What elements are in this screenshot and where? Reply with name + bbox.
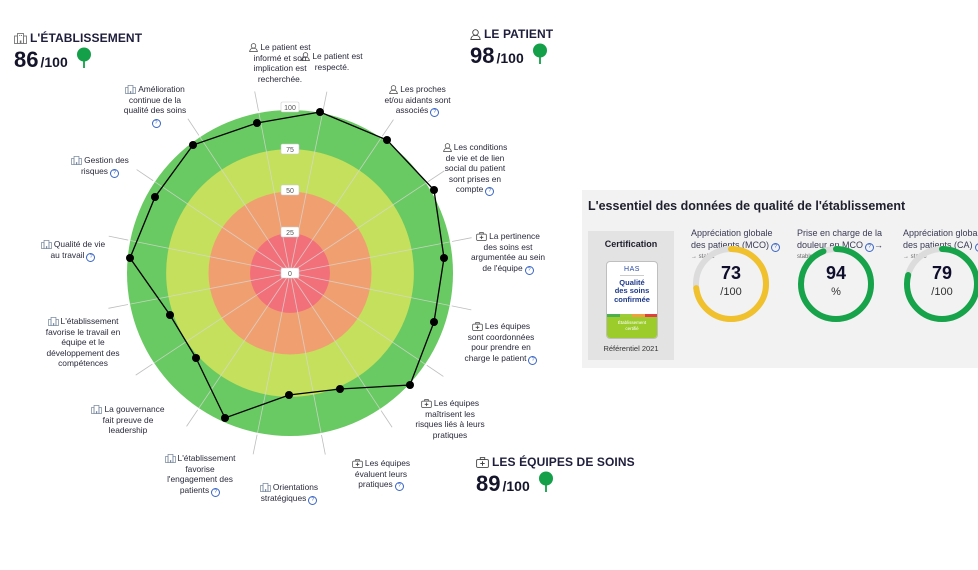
person-icon <box>442 143 452 152</box>
kpi-trend: → stable <box>691 253 715 260</box>
has-certification-badge: HAS Qualité des soins confirmée Établiss… <box>606 261 658 339</box>
score-title: LE PATIENT <box>484 27 554 41</box>
certification-card[interactable]: Certification HAS Qualité des soins conf… <box>588 231 674 360</box>
medical-kit-icon <box>472 322 483 331</box>
person-icon <box>389 85 398 94</box>
help-icon[interactable]: ? <box>86 252 96 262</box>
building-icon <box>41 240 52 249</box>
help-icon[interactable]: ? <box>430 108 440 117</box>
building-icon <box>14 32 27 44</box>
gauge-appreciation-mco: 73 /100 <box>691 244 771 324</box>
score-title: LES ÉQUIPES DE SOINS <box>492 455 635 469</box>
gauge-unit: % <box>831 286 841 298</box>
building-icon <box>71 156 82 165</box>
help-icon[interactable]: ? <box>151 118 161 128</box>
tree-icon <box>538 471 553 492</box>
help-icon[interactable]: ? <box>485 187 495 196</box>
help-icon[interactable]: ? <box>110 168 119 178</box>
svg-text:75: 75 <box>286 147 294 154</box>
score-number: 89 <box>476 471 501 496</box>
building-icon <box>125 85 136 94</box>
gauge-unit: /100 <box>720 286 742 298</box>
score-number: 86 <box>14 47 39 72</box>
help-icon[interactable]: ? <box>394 482 404 491</box>
building-icon <box>164 454 176 463</box>
gauge-unit: /100 <box>931 286 953 298</box>
svg-text:0: 0 <box>288 271 292 278</box>
medical-kit-icon <box>476 456 489 468</box>
score-denominator: /100 <box>40 54 68 70</box>
kpi-trend: stable <box>797 253 814 260</box>
help-icon[interactable]: ? <box>528 355 538 365</box>
badge-text: Qualité des soins confirmée <box>614 278 650 304</box>
medical-kit-icon <box>352 459 363 468</box>
tree-icon <box>532 43 547 64</box>
gauge-value: 73 <box>720 263 742 283</box>
help-icon[interactable]: ? <box>211 487 221 497</box>
building-icon <box>260 483 271 492</box>
score-denominator: /100 <box>502 478 530 494</box>
score-denominator: /100 <box>496 50 524 66</box>
gauge-value: 79 <box>931 263 953 283</box>
certification-title: Certification <box>604 239 658 249</box>
svg-text:50: 50 <box>286 188 294 195</box>
gauge-appreciation-ca: 79 /100 <box>902 244 978 324</box>
quality-summary-panel: L'essentiel des données de qualité de l'… <box>582 190 978 368</box>
person-icon <box>301 52 311 61</box>
score-etablissement: L'ÉTABLISSEMENT 86 /100 <box>14 31 142 73</box>
has-logo: HAS <box>624 266 640 273</box>
svg-text:100: 100 <box>284 105 296 112</box>
svg-text:25: 25 <box>286 230 294 237</box>
building-icon <box>47 317 59 326</box>
referentiel-label: Référentiel 2021 <box>603 344 659 353</box>
person-icon <box>470 28 481 40</box>
gauge-value: 94 <box>825 263 847 283</box>
help-icon[interactable]: ? <box>308 495 318 505</box>
badge-footer: Établissement certifié <box>607 317 657 338</box>
radar-chart: 0 25 50 75 100 <box>108 91 472 455</box>
building-icon <box>91 405 103 414</box>
help-icon[interactable]: ? <box>524 265 534 275</box>
medical-kit-icon <box>476 232 487 241</box>
score-title: L'ÉTABLISSEMENT <box>30 31 143 45</box>
score-number: 98 <box>470 43 495 68</box>
person-icon <box>249 43 259 52</box>
help-icon[interactable]: ? <box>865 242 875 252</box>
panel-title: L'essentiel des données de qualité de l'… <box>588 199 906 213</box>
kpi-trend: → stable <box>903 253 927 260</box>
tree-icon <box>76 47 91 68</box>
score-patient: LE PATIENT 98 /100 <box>470 27 553 69</box>
gauge-douleur-mco: 94 % <box>796 244 876 324</box>
help-icon[interactable]: ? <box>771 242 781 252</box>
medical-kit-icon <box>421 399 432 408</box>
score-equipes: LES ÉQUIPES DE SOINS 89 /100 <box>476 455 635 497</box>
